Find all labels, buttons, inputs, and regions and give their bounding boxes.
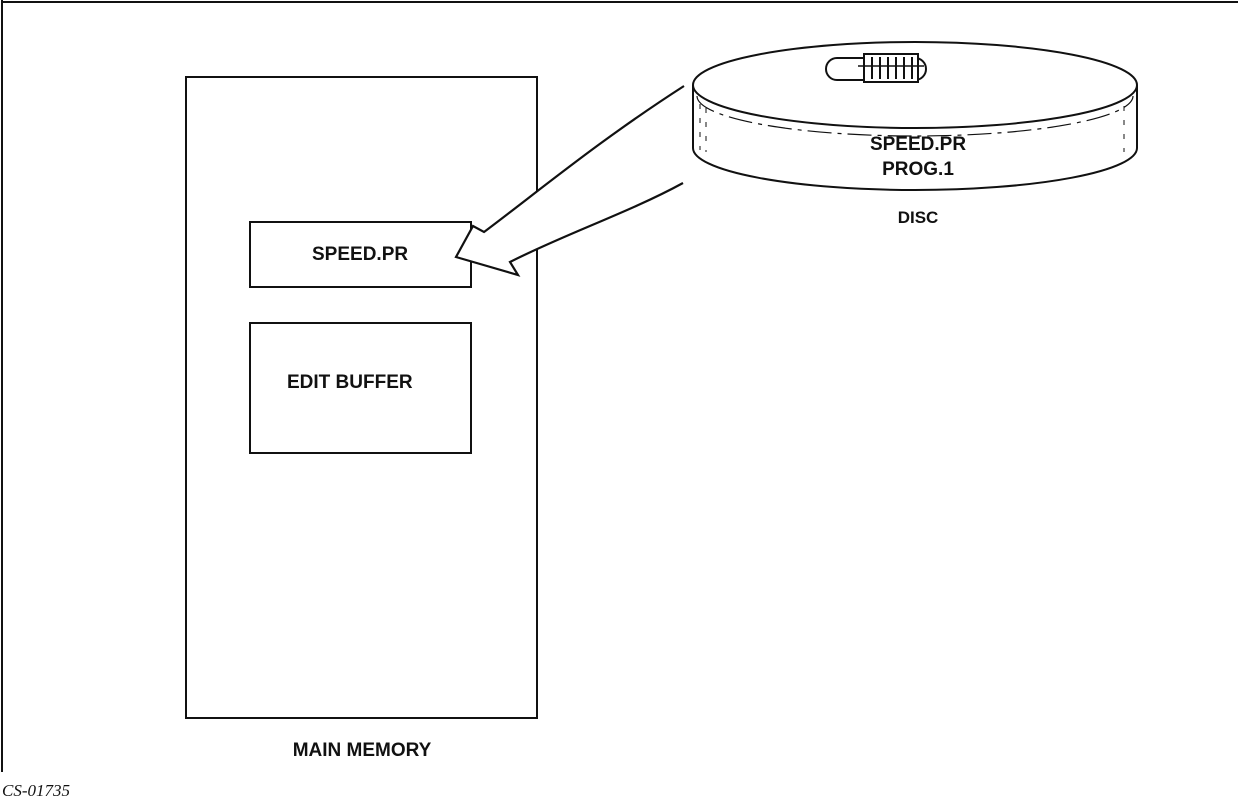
main-memory-box <box>186 77 537 718</box>
load-arrow <box>456 86 684 275</box>
main-memory-label: MAIN MEMORY <box>293 740 432 762</box>
disc-file-label: SPEED.PR <box>870 134 966 156</box>
disc-hub <box>826 54 926 82</box>
disc-file-label: PROG.1 <box>882 159 954 181</box>
figure-id: CS-01735 <box>2 781 70 801</box>
edit-buffer-label: EDIT BUFFER <box>287 372 413 394</box>
speed-pr-label: SPEED.PR <box>312 244 408 266</box>
disc-label: DISC <box>898 208 939 228</box>
